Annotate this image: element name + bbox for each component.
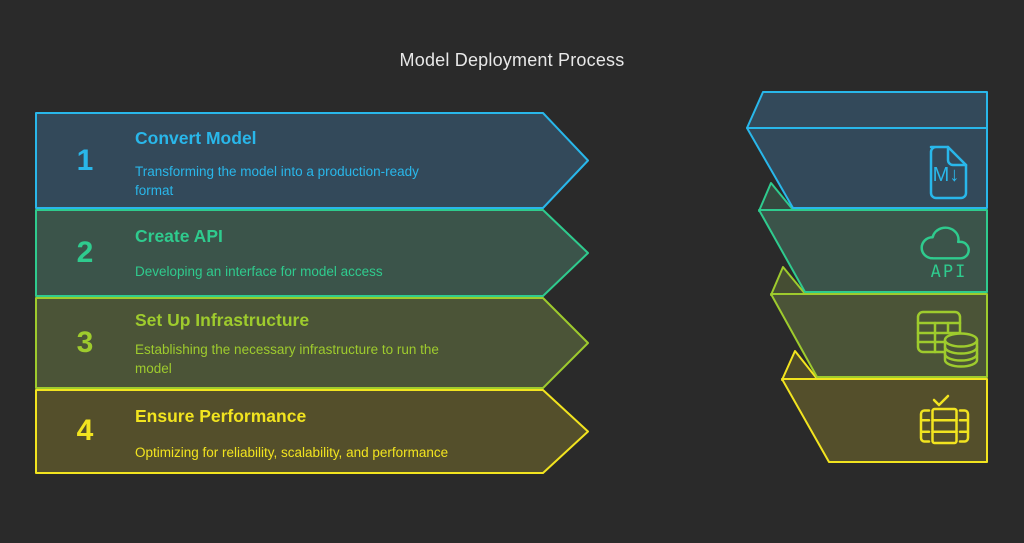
- page-title: Model Deployment Process: [399, 50, 625, 70]
- step-2-number: 2: [76, 236, 94, 269]
- api-cloud-icon-label: API: [930, 262, 968, 282]
- ribbon-panel-3: [770, 293, 988, 378]
- step-2-description: Developing an interface for model access: [135, 264, 383, 279]
- step-4-number: 4: [76, 414, 94, 447]
- step-4-description: Optimizing for reliability, scalability,…: [135, 445, 449, 460]
- step-1-number: 1: [76, 144, 94, 177]
- markdown-file-icon-label: M↓: [932, 164, 960, 186]
- step-3-description: Establishing the necessary infrastructur…: [135, 342, 439, 376]
- ribbon-panel-4: [781, 378, 988, 463]
- step-1-title: Convert Model: [135, 128, 257, 148]
- ribbon-panel-2: [758, 209, 988, 293]
- step-4-banner-shape: [35, 389, 589, 474]
- api-cloud-icon: [920, 226, 970, 260]
- step-1-banner-shape: [35, 112, 589, 209]
- step-2-banner-shape: [35, 209, 589, 297]
- database-table-icon: [916, 310, 979, 368]
- step-1-description: Transforming the model into a production…: [135, 164, 419, 198]
- step-2-title: Create API: [135, 226, 223, 246]
- server-check-icon: [919, 394, 970, 445]
- step-3-number: 3: [76, 326, 94, 359]
- step-4-title: Ensure Performance: [135, 406, 307, 426]
- markdown-file-icon: [929, 145, 968, 200]
- step-3-title: Set Up Infrastructure: [135, 310, 310, 330]
- step-3-banner-shape: [35, 297, 589, 389]
- ribbon-top-cap: [746, 91, 988, 129]
